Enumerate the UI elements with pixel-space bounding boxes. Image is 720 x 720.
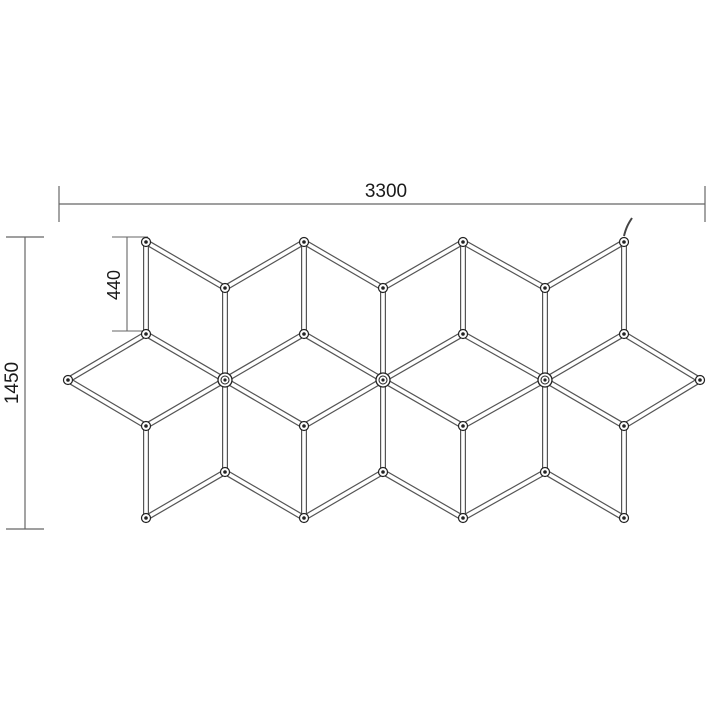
power-cable-icon [623, 217, 633, 237]
segment-label: 440 [104, 270, 124, 300]
width-label: 3300 [365, 181, 407, 202]
height-label: 1450 [2, 362, 23, 404]
height-dimension [6, 236, 44, 530]
hub-nodes [217, 372, 553, 388]
width-dimension [58, 186, 706, 222]
